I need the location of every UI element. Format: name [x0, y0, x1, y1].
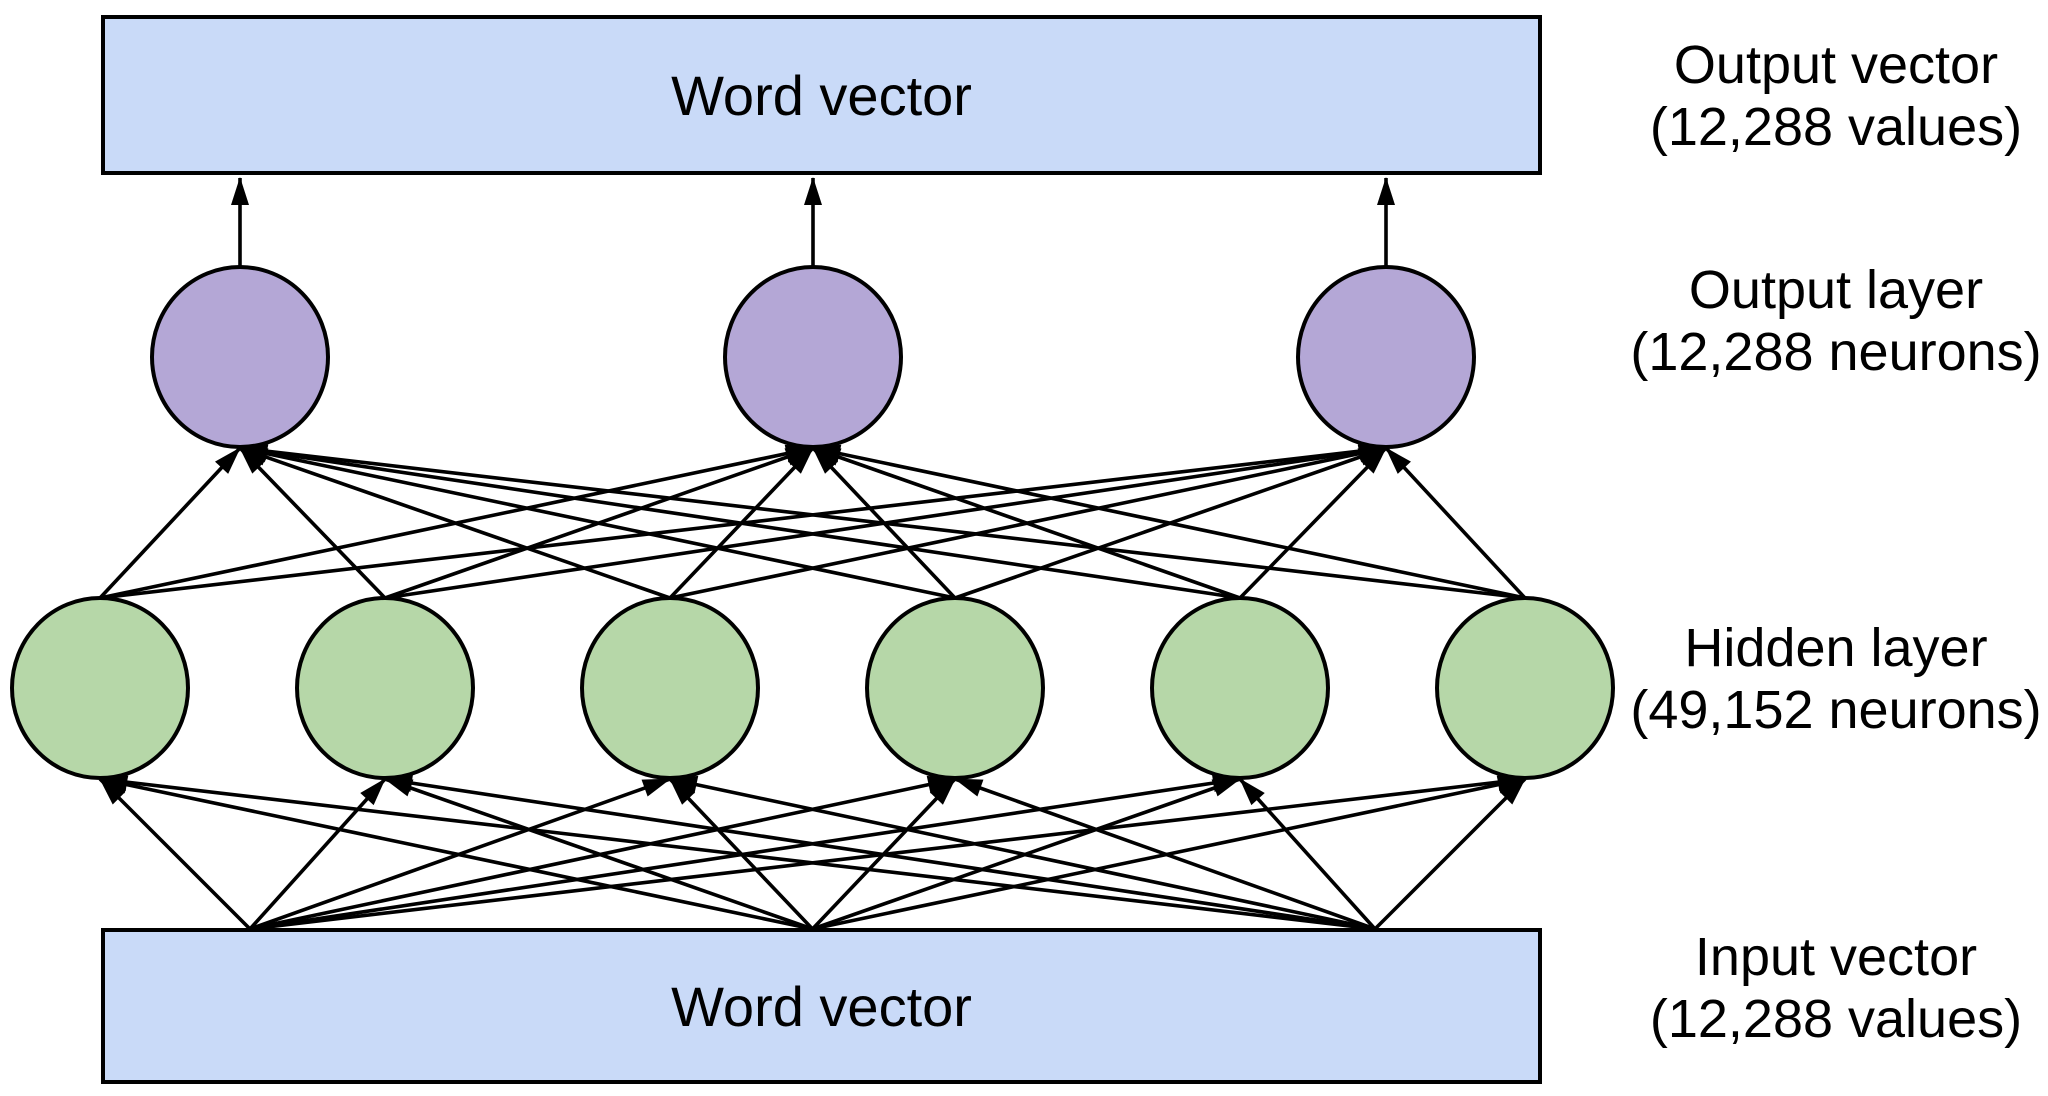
label-line: Output layer — [1688, 260, 1984, 320]
input-to-hidden-connection — [248, 777, 387, 931]
output-neuron — [723, 265, 903, 449]
hidden-neuron — [1435, 596, 1615, 780]
hidden-to-output-connection — [239, 443, 1241, 600]
hidden-to-output-connection — [812, 446, 1241, 600]
label-line: Input vector — [1694, 927, 1978, 987]
input-to-hidden-connection — [98, 777, 252, 931]
output-neuron — [1296, 265, 1476, 449]
output-layer-label: Output layer (12,288 neurons) — [1606, 259, 2048, 383]
hidden-to-output-connection — [239, 442, 1526, 600]
label-line: (12,288 values) — [1649, 989, 2023, 1049]
input-to-hidden-connection — [954, 777, 1376, 931]
hidden-layer-label: Hidden layer (49,152 neurons) — [1606, 617, 2048, 741]
input-to-hidden-connection — [384, 774, 1376, 931]
hidden-to-output-connection — [238, 446, 387, 600]
hidden-to-output-connection — [239, 444, 956, 600]
input-to-hidden-connection — [99, 775, 813, 931]
input-to-hidden-connection — [1238, 777, 1377, 931]
label-line: Hidden layer — [1684, 618, 1988, 678]
hidden-neuron — [580, 596, 760, 780]
hidden-to-output-connection — [1384, 446, 1527, 600]
hidden-neuron — [1150, 596, 1330, 780]
hidden-to-output-connection — [812, 444, 1526, 600]
hidden-neuron — [865, 596, 1045, 780]
label-line: (49,152 neurons) — [1630, 680, 2042, 740]
label-line: Output vector — [1673, 35, 1999, 95]
input-to-hidden-connection — [1373, 777, 1527, 931]
hidden-neuron — [10, 596, 190, 780]
input-to-hidden-connection — [99, 773, 1376, 931]
output-vector-label: Output vector (12,288 values) — [1606, 34, 2048, 158]
output-word-vector-box — [101, 15, 1542, 175]
input-vector-label: Input vector (12,288 values) — [1606, 926, 2048, 1050]
hidden-to-output-connection — [1238, 446, 1388, 600]
input-to-hidden-connection — [669, 775, 1376, 931]
input-word-vector-box — [101, 928, 1542, 1084]
hidden-to-output-connection — [239, 446, 671, 600]
label-line: (12,288 values) — [1649, 97, 2023, 157]
label-line: (12,288 neurons) — [1630, 322, 2042, 382]
output-neuron — [150, 265, 330, 449]
hidden-neuron — [295, 596, 475, 780]
hidden-to-output-connection — [98, 446, 242, 600]
input-to-hidden-connection — [384, 777, 814, 931]
